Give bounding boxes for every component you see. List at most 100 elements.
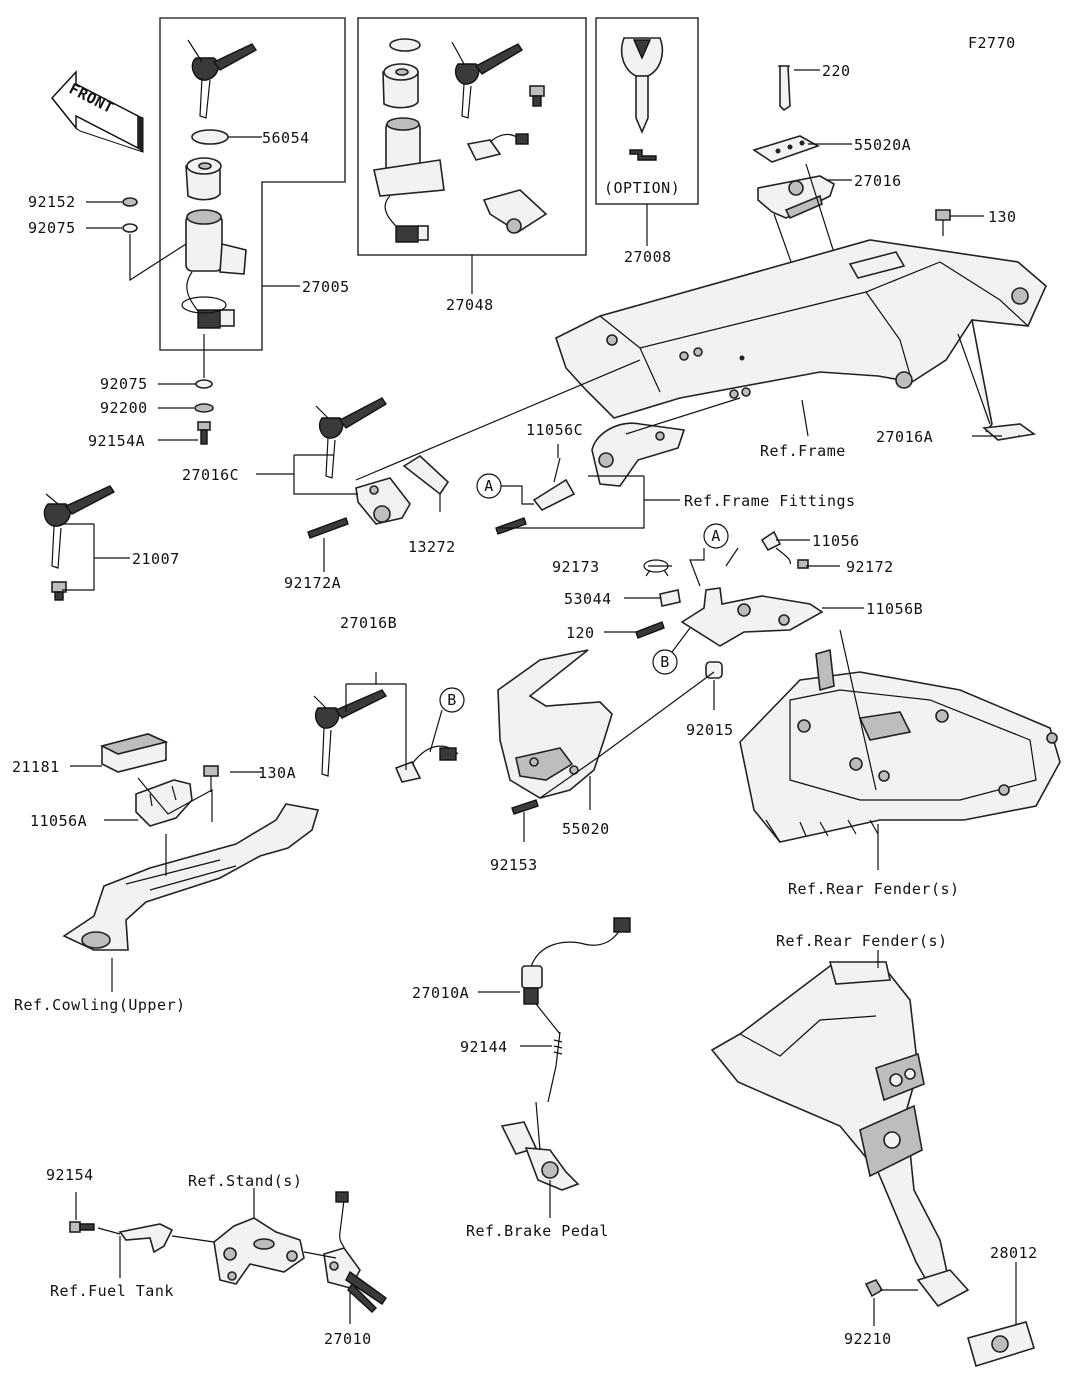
connector-27016B [394, 745, 459, 783]
bolt-92154A [197, 421, 211, 445]
bracket-11056B [680, 587, 824, 647]
label-27010A: 27010A [412, 984, 469, 1002]
label-92210: 92210 [844, 1330, 892, 1348]
label-27016: 27016 [854, 172, 902, 190]
label-27005: 27005 [302, 278, 350, 296]
label-ref-brake-pedal: Ref.Brake Pedal [466, 1222, 609, 1240]
key-icon-27016B [313, 689, 388, 777]
bolt-130A [203, 765, 219, 792]
clip-92173 [643, 559, 669, 577]
label-11056C: 11056C [526, 421, 583, 439]
label-92200: 92200 [100, 399, 148, 417]
label-ref-cowling: Ref.Cowling(Upper) [14, 996, 186, 1014]
label-92173: 92173 [552, 558, 600, 576]
label-11056: 11056 [812, 532, 860, 550]
label-ref-rear-fender-1: Ref.Rear Fender(s) [788, 880, 960, 898]
bracket-27016 [757, 175, 835, 220]
collar-53044 [659, 589, 681, 607]
label-130: 130 [988, 208, 1017, 226]
rear-fender-lower [710, 961, 970, 1308]
rear-fender-upper [739, 648, 1061, 843]
ignition-switch-27048 [373, 117, 445, 243]
damper-92015 [705, 661, 723, 679]
key-icon-21007 [43, 485, 116, 569]
label-11056B: 11056B [866, 600, 923, 618]
connector-27048 [466, 133, 529, 161]
bolt-120 [635, 621, 665, 639]
plate-13272 [402, 454, 450, 496]
label-92144: 92144 [460, 1038, 508, 1056]
lock-housing-27016C [355, 477, 411, 525]
label-55020A: 55020A [854, 136, 911, 154]
ref-circle-b-1: B [652, 649, 678, 675]
ignition-switch-27005 [181, 209, 247, 329]
label-option: (OPTION) [604, 179, 680, 197]
screw-92172A [307, 517, 349, 539]
brake-pedal [500, 1101, 580, 1191]
bracket-11056C [495, 422, 686, 535]
svg-text:B: B [660, 653, 670, 671]
switch-27010A [521, 917, 631, 1005]
label-92172: 92172 [846, 558, 894, 576]
front-arrow-icon: FRONT [51, 70, 144, 154]
bolt-130 [935, 209, 951, 236]
label-92075-b: 92075 [100, 375, 148, 393]
key-icon-27048 [451, 41, 523, 119]
label-11056A: 11056A [30, 812, 87, 830]
part-labels: F2770 56054 92152 92075 27005 92075 9220… [12, 34, 1038, 1348]
label-27016A: 27016A [876, 428, 933, 446]
reflector-28012 [967, 1321, 1035, 1368]
ref-circle-a-2: A [703, 523, 729, 549]
label-130A: 130A [258, 764, 296, 782]
nut-92152 [122, 197, 138, 207]
group-box-27005 [159, 17, 346, 351]
bracket-27016A [982, 423, 1037, 441]
key-icon [187, 39, 258, 119]
svg-text:A: A [711, 527, 721, 545]
screw-92153 [511, 799, 539, 815]
nut-92210 [864, 1279, 884, 1298]
label-220: 220 [822, 62, 851, 80]
frame-assembly [555, 239, 1047, 433]
screw-92172 [797, 559, 809, 569]
leader-lines [62, 69, 1020, 1326]
label-27048: 27048 [446, 296, 494, 314]
washer-92075-a [122, 223, 138, 233]
washer-56054 [191, 129, 229, 145]
label-13272: 13272 [408, 538, 456, 556]
label-ref-rear-fender-2: Ref.Rear Fender(s) [776, 932, 948, 950]
ref-circle-a-1: A [476, 473, 502, 499]
label-92172A: 92172A [284, 574, 341, 592]
label-92154A: 92154A [88, 432, 145, 450]
washer-27048 [389, 38, 421, 52]
switch-27010 [323, 1191, 387, 1313]
label-53044: 53044 [564, 590, 612, 608]
bolt-21007 [51, 581, 67, 601]
label-27008: 27008 [624, 248, 672, 266]
bolt-220 [778, 65, 791, 112]
label-ref-frame: Ref.Frame [760, 442, 846, 460]
washer-92075-b [195, 379, 213, 389]
grommet-11056 [760, 530, 791, 565]
cover-55020 [497, 649, 613, 799]
label-27016B: 27016B [340, 614, 397, 632]
key-icon-27016C [315, 397, 387, 479]
label-120: 120 [566, 624, 595, 642]
label-92152: 92152 [28, 193, 76, 211]
bolt-92154 [69, 1221, 95, 1233]
label-28012: 28012 [990, 1244, 1038, 1262]
washer-92200 [194, 403, 214, 413]
label-55020: 55020 [562, 820, 610, 838]
cap-27048 [382, 63, 419, 109]
fuel-tank-bracket [118, 1223, 174, 1254]
label-56054: 56054 [262, 129, 310, 147]
box-21181 [99, 733, 169, 773]
label-92075-a: 92075 [28, 219, 76, 237]
ignition-cap [185, 157, 222, 201]
option-key-27008 [620, 37, 664, 161]
label-21181: 21181 [12, 758, 60, 776]
svg-text:B: B [447, 691, 457, 709]
plate-55020A [752, 135, 820, 163]
